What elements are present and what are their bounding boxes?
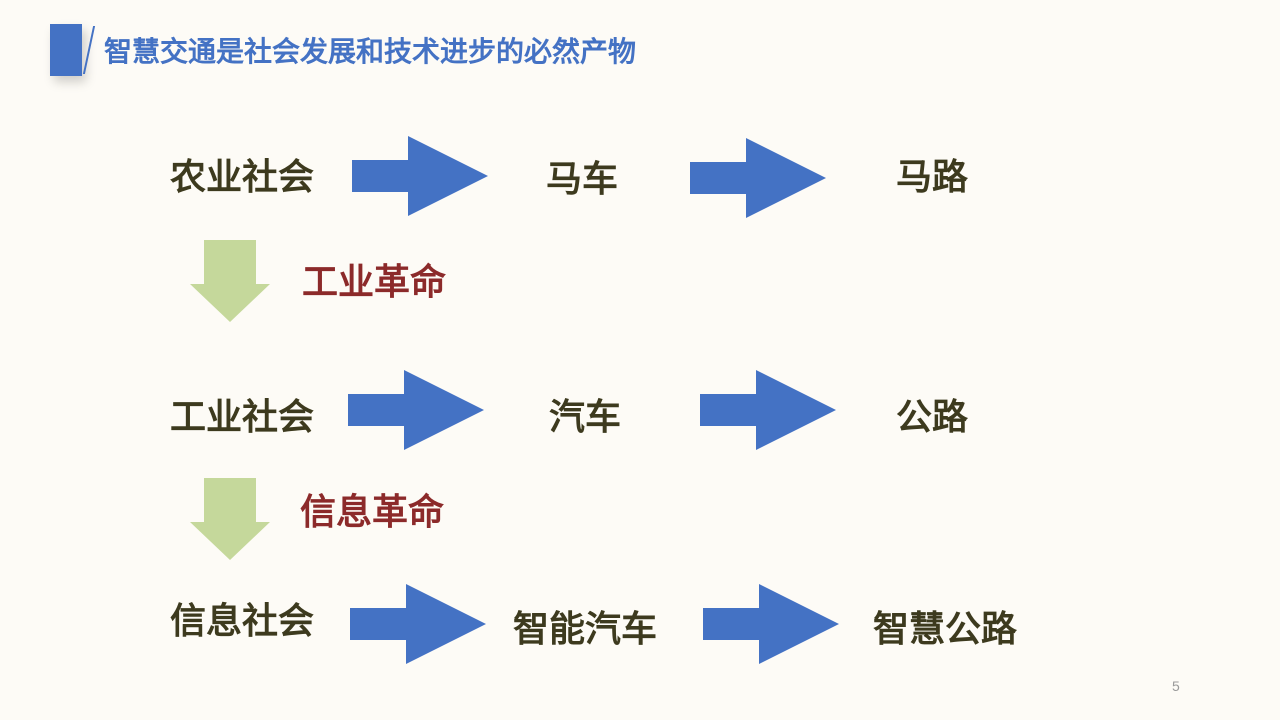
right-arrow-1a <box>352 136 488 216</box>
down-arrow-1 <box>190 240 270 322</box>
road-horse-road: 马路 <box>896 157 969 198</box>
title-divider <box>82 26 96 74</box>
right-arrow-3b <box>703 584 839 664</box>
right-arrow-2a <box>348 370 484 450</box>
revolution-industrial: 工业革命 <box>302 262 447 303</box>
revolution-information: 信息革命 <box>300 492 445 533</box>
title-accent-block <box>50 24 82 76</box>
page-number: 5 <box>1172 678 1180 694</box>
vehicle-automobile: 汽车 <box>549 397 622 438</box>
vehicle-horse-carriage: 马车 <box>546 159 619 200</box>
society-information: 信息社会 <box>170 601 315 642</box>
road-smart-highway: 智慧公路 <box>873 609 1018 650</box>
slide-title: 智慧交通是社会发展和技术进步的必然产物 <box>104 35 637 68</box>
right-arrow-2b <box>700 370 836 450</box>
right-arrow-3a <box>350 584 486 664</box>
society-agricultural: 农业社会 <box>170 157 315 198</box>
down-arrow-2 <box>190 478 270 560</box>
right-arrow-1b <box>690 138 826 218</box>
vehicle-smart-car: 智能汽车 <box>513 609 658 650</box>
society-industrial: 工业社会 <box>170 397 315 438</box>
road-highway: 公路 <box>896 397 969 438</box>
